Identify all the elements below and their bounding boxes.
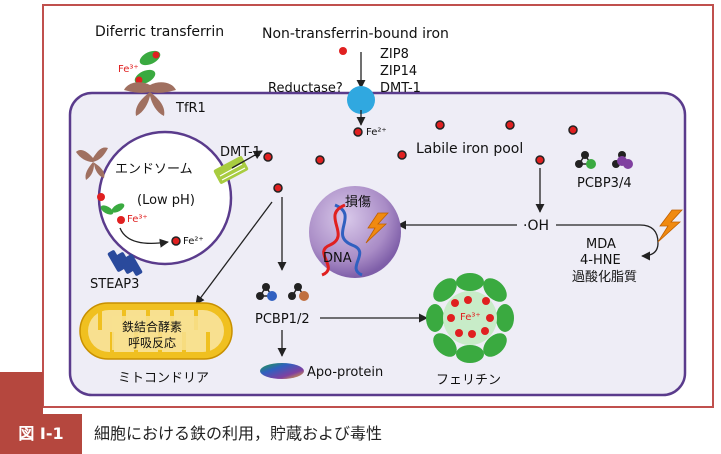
caption-bar	[0, 414, 721, 454]
fe2-endosome-dot	[171, 236, 181, 246]
steap3-label: STEAP3	[90, 277, 139, 292]
lightning-icon-dna	[365, 212, 389, 244]
fe2-top-label: Fe²⁺	[366, 127, 387, 138]
pcbp12-label: PCBP1/2	[255, 312, 310, 327]
mda-label: MDA	[586, 237, 616, 252]
lightning-icon-right	[657, 209, 683, 243]
ferritin-shell	[426, 273, 514, 363]
red-left-strip	[0, 372, 43, 414]
reductase-label: Reductase?	[268, 81, 343, 96]
ferritin-fe3-label: Fe³⁺	[460, 312, 481, 323]
oh-label: ·OH	[523, 218, 549, 234]
lipid-peroxide-label: 過酸化脂質	[572, 270, 637, 285]
figure-caption: 細胞における鉄の利用，貯蔵および毒性	[94, 424, 383, 443]
dna-helix	[321, 203, 363, 277]
fe2-endosome-label: Fe²⁺	[183, 236, 204, 247]
labile-iron-dots	[263, 120, 578, 193]
ntbi-transporter	[347, 86, 375, 114]
pcbp34-label: PCBP3/4	[577, 176, 632, 191]
mito-text-respiration: 呼吸反応	[128, 336, 176, 350]
pool-to-mito-arrow	[195, 201, 273, 305]
oh-to-lipid-arrow	[556, 224, 659, 261]
steap3-protein	[107, 250, 143, 276]
apo-protein-label: Apo-protein	[307, 365, 383, 380]
ferritin-label: フェリチン	[436, 373, 501, 388]
zip14-label: ZIP14	[380, 64, 417, 79]
zip8-label: ZIP8	[380, 47, 409, 62]
transferrin-molecule	[134, 50, 161, 85]
hne-label: 4-HNE	[580, 253, 621, 268]
pcbp12-complex	[256, 283, 309, 301]
endosome-export-arrow	[231, 150, 263, 169]
fe3-top-label: Fe³⁺	[118, 64, 139, 75]
reduction-arrow	[119, 227, 169, 248]
apo-protein-shape	[260, 363, 304, 379]
endosome-transferrin	[100, 203, 125, 215]
endosome-receptor	[76, 147, 108, 180]
dna-label: DNA	[323, 251, 352, 266]
endosome-iron-2	[117, 216, 125, 224]
mito-text-enzyme: 鉄結合酵素	[122, 319, 182, 334]
dmt1-top-label: DMT-1	[380, 81, 421, 96]
low-ph-label: (Low pH)	[137, 193, 195, 208]
endosome-iron-1	[97, 193, 105, 201]
tfr1-label: TfR1	[175, 101, 206, 116]
dna-sphere	[309, 186, 401, 278]
ntbi-label: Non-transferrin-bound iron	[262, 26, 449, 42]
mitochondria-label: ミトコンドリア	[118, 371, 209, 386]
endosome-label: エンドソーム	[115, 162, 193, 177]
pcbp34-complex	[575, 151, 633, 169]
mitochondria-shape	[79, 302, 233, 360]
diferric-transferrin-label: Diferric transferrin	[95, 24, 224, 40]
fe2-top-dot	[353, 127, 363, 137]
figure-label: 図 I-1	[0, 414, 82, 454]
labile-pool-label: Labile iron pool	[416, 141, 523, 157]
ntbi-iron-dot	[339, 47, 347, 55]
tfr1-receptor	[124, 82, 176, 116]
ferritin-iron-dots	[447, 296, 494, 338]
dmt1-endosome-label: DMT-1	[220, 145, 261, 160]
damage-label: 損傷	[345, 195, 371, 210]
fe3-endosome-label: Fe³⁺	[127, 214, 148, 225]
